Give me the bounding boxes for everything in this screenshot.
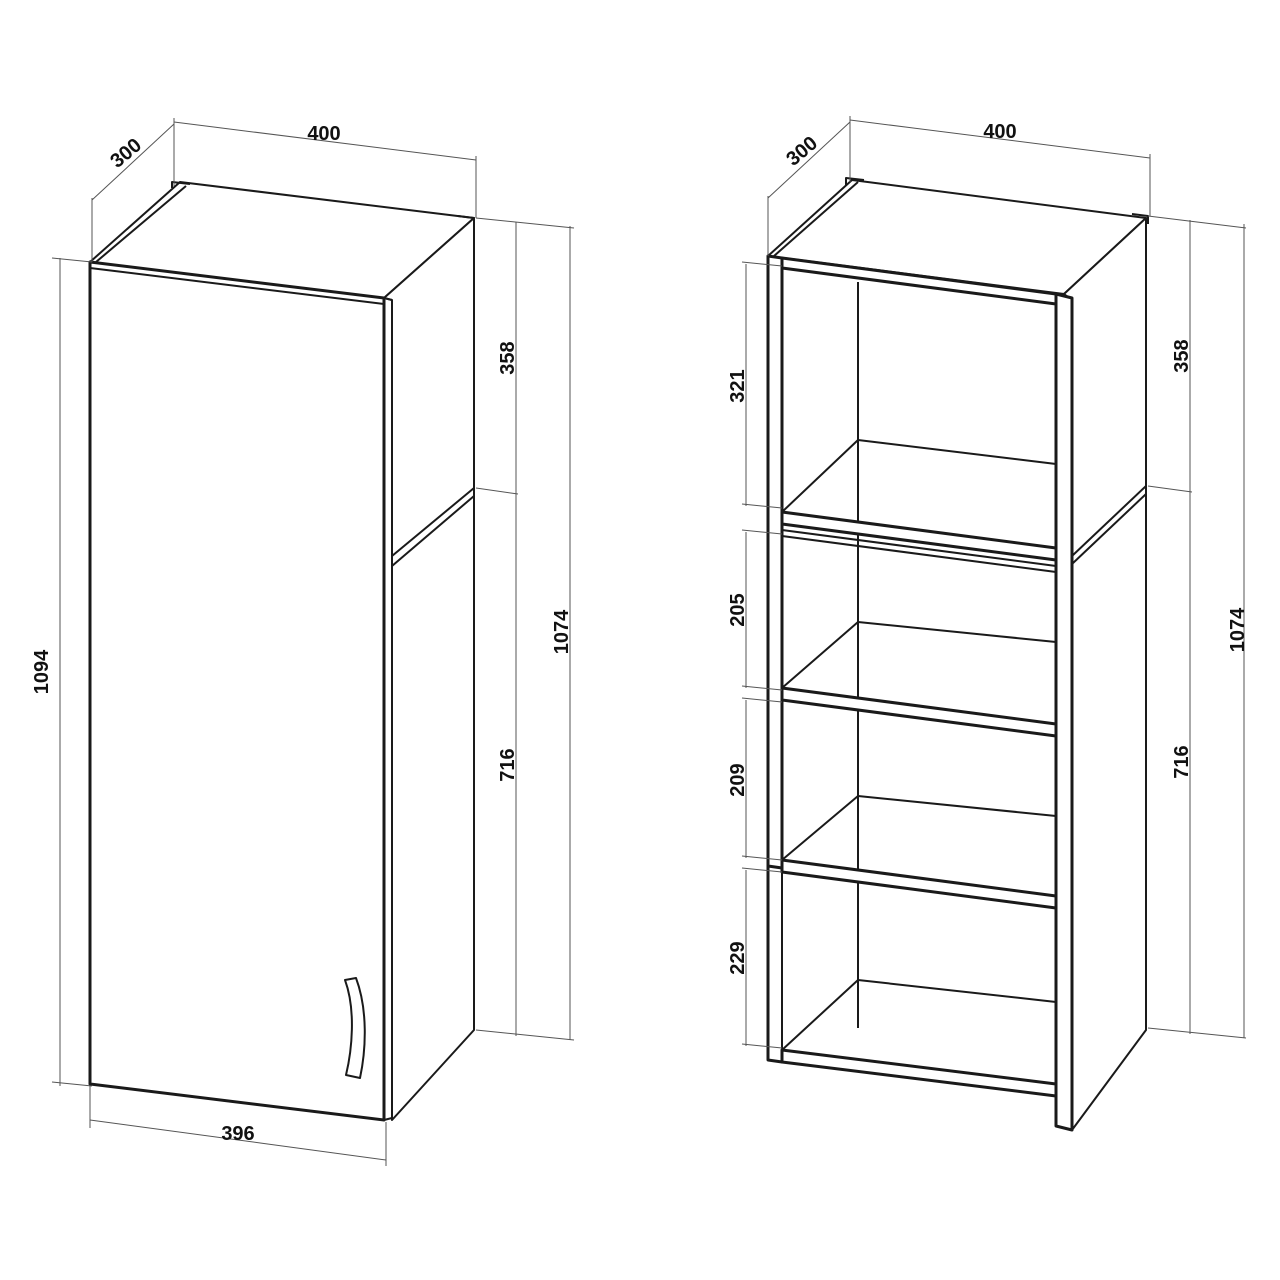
left-total-height-label: 1094 — [31, 649, 53, 694]
left-door — [88, 260, 386, 1122]
right-shelf-2 — [780, 858, 1058, 910]
left-dimensions — [51, 118, 575, 1166]
right-shelf-1-label: 321 — [727, 369, 749, 402]
left-lower-height-label: 716 — [497, 748, 519, 781]
left-door-width-label: 396 — [221, 1123, 254, 1145]
left-cabinet — [88, 181, 475, 1122]
right-height-label: 1074 — [1227, 607, 1249, 652]
right-divider-board — [780, 510, 1058, 562]
right-shelf-3-label: 209 — [727, 763, 749, 796]
left-side-split — [391, 487, 475, 557]
right-bottom-board — [780, 1048, 1058, 1098]
right-cabinet — [766, 177, 1149, 1132]
right-shelf-1 — [780, 686, 1058, 738]
left-side-face — [383, 217, 475, 1121]
right-depth-label: 300 — [782, 132, 822, 170]
right-shelf-4-label: 229 — [727, 941, 749, 974]
left-depth-label: 300 — [106, 134, 146, 172]
right-left-panel — [766, 254, 784, 870]
right-shelf-2-label: 205 — [727, 593, 749, 626]
left-top-edge — [171, 181, 191, 188]
right-top-board — [780, 256, 1058, 306]
right-dimensions — [741, 116, 1247, 1049]
left-height-label: 1074 — [551, 609, 573, 654]
left-width-label: 400 — [307, 123, 340, 145]
right-dim-labels: 300 400 358 716 1074 321 205 209 229 — [727, 121, 1249, 975]
right-right-panel — [1054, 292, 1074, 1132]
right-width-label: 400 — [983, 121, 1016, 143]
right-side-face — [1063, 217, 1147, 1131]
left-upper-height-label: 358 — [497, 341, 519, 374]
right-lower-height-label: 716 — [1171, 745, 1193, 778]
right-upper-height-label: 358 — [1171, 339, 1193, 372]
door-handle-icon — [344, 977, 366, 1079]
